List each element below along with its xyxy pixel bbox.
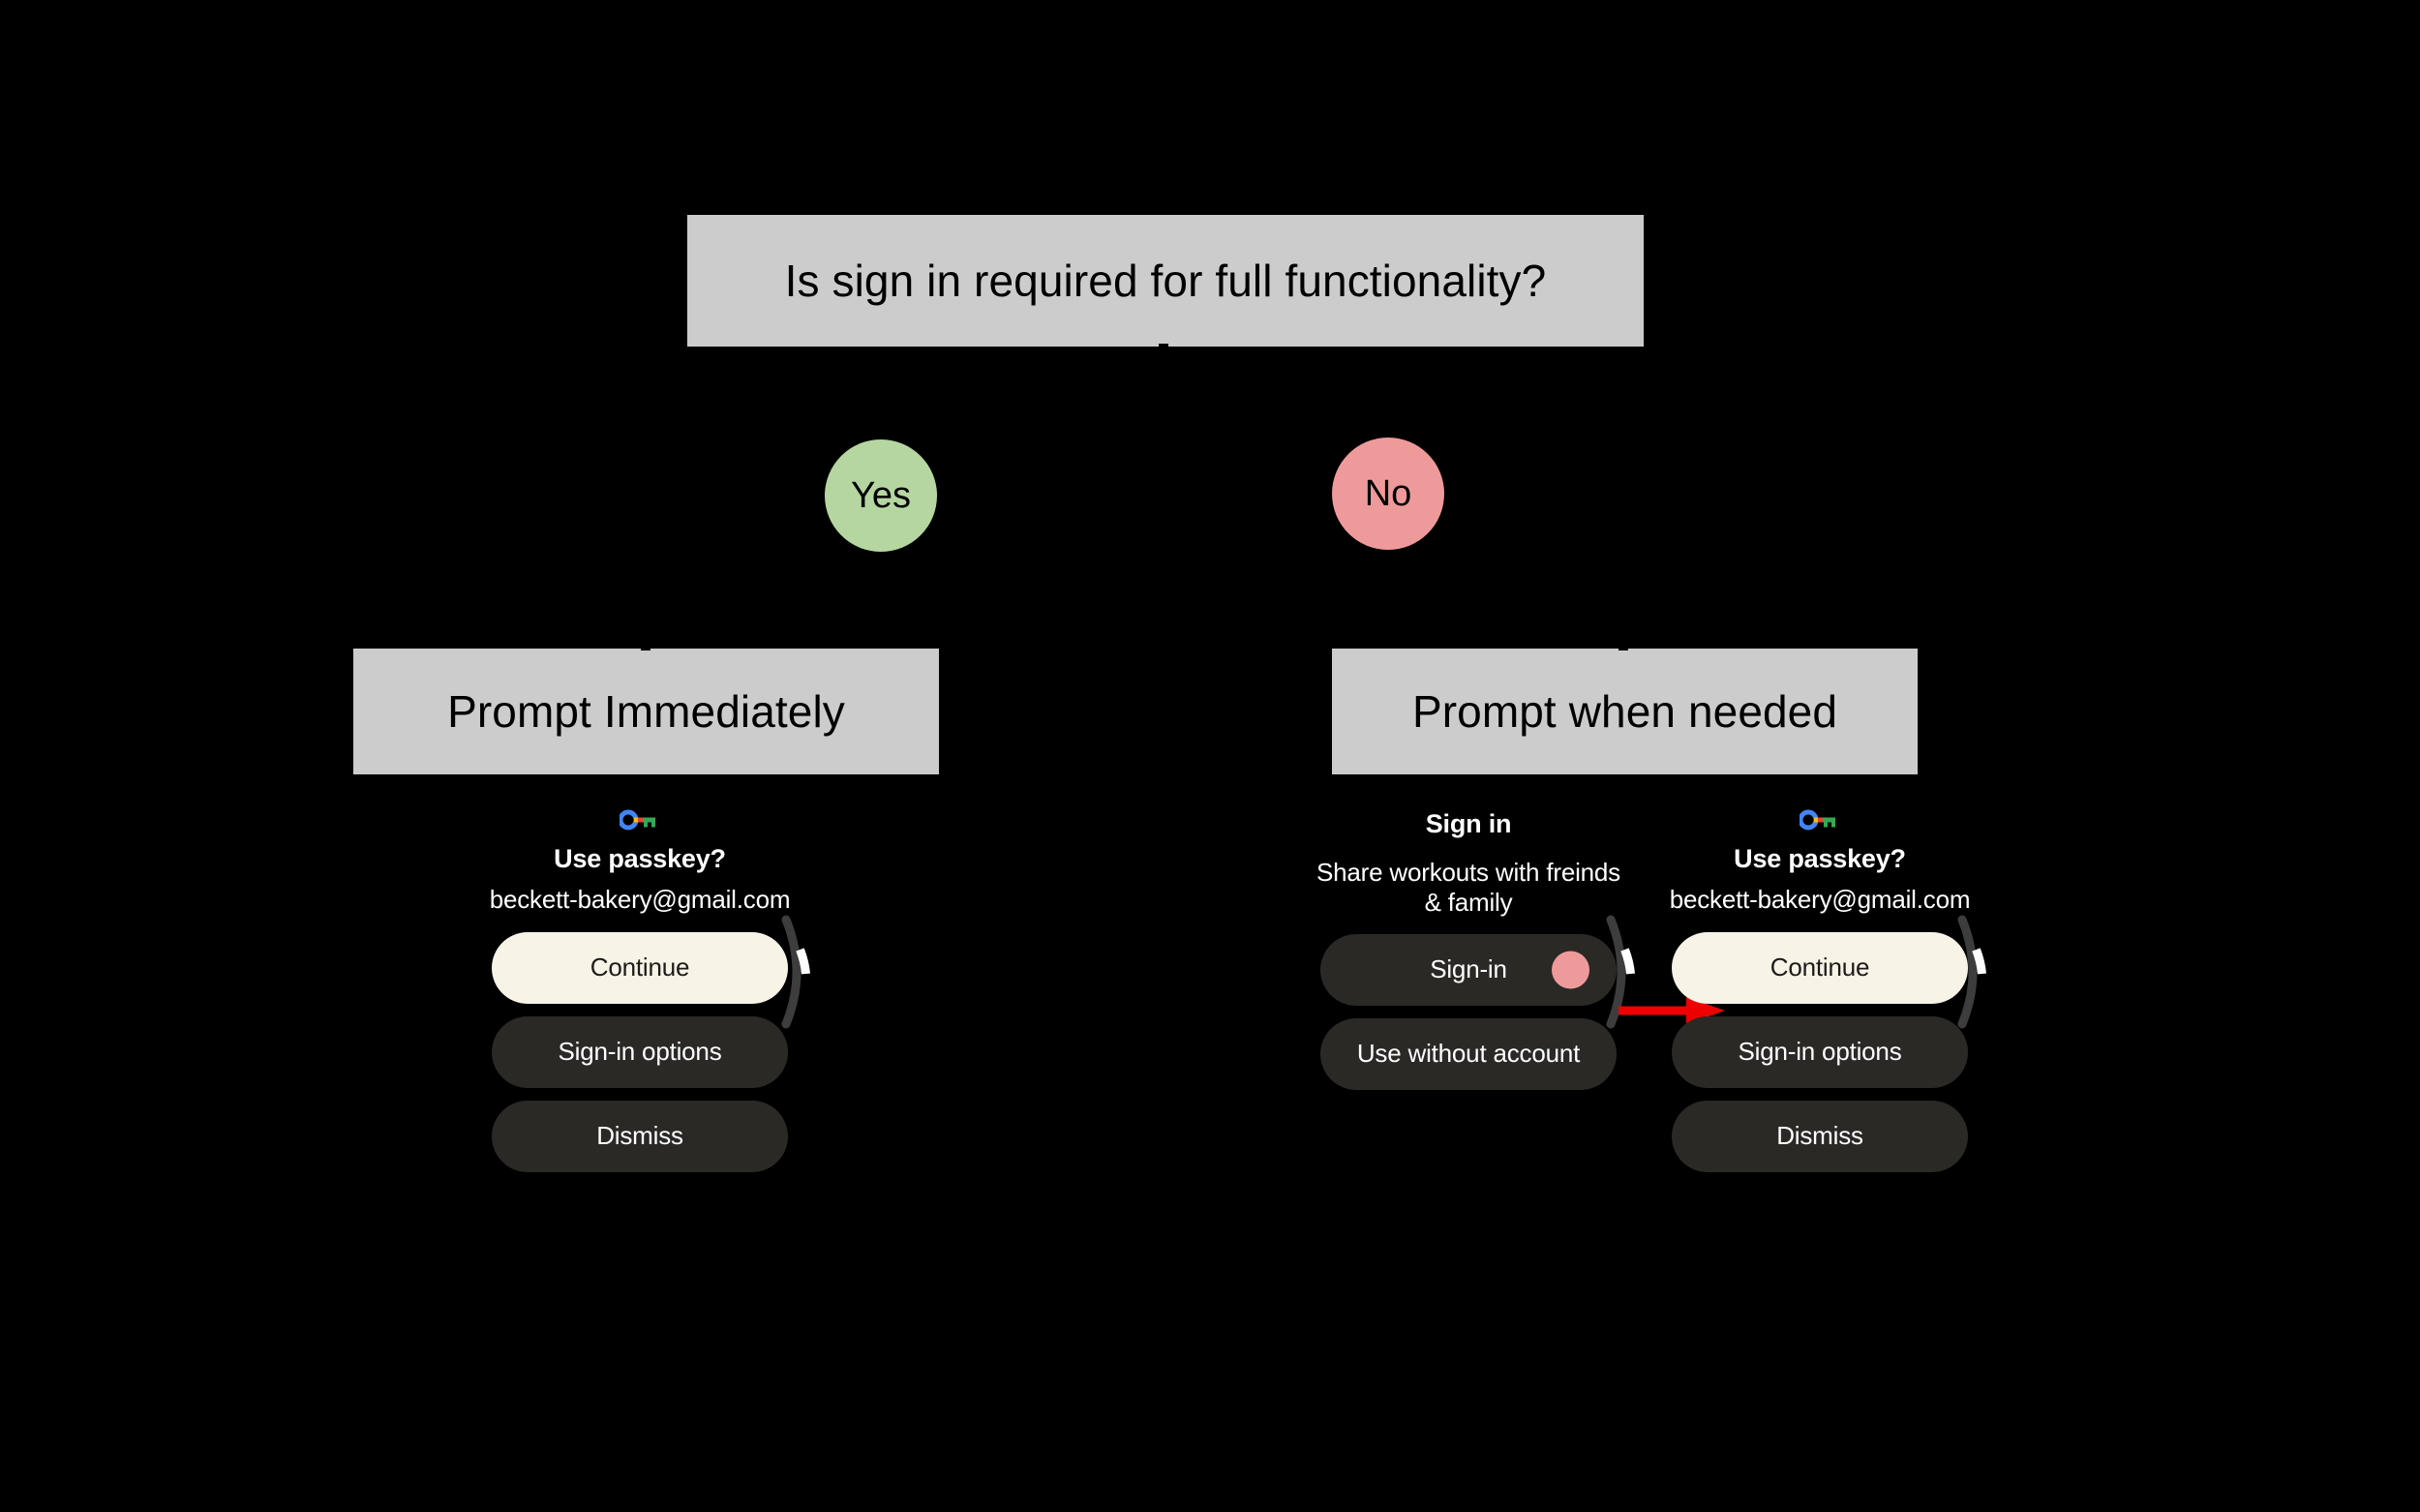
sign-in-options-button-right-label: Sign-in options — [1738, 1036, 1902, 1066]
dismiss-button-left-label: Dismiss — [596, 1120, 683, 1150]
connector-notch-left — [641, 642, 650, 650]
branch-yes-text: Yes — [851, 474, 911, 516]
mockup-mid-title: Sign in — [1425, 809, 1512, 838]
google-passkey-icon — [620, 809, 655, 831]
branch-label-yes: Yes — [825, 439, 937, 552]
decision-question-text: Is sign in required for full functionali… — [784, 256, 1547, 306]
outcome-prompt-immediately-text: Prompt Immediately — [447, 686, 845, 737]
branch-no-text: No — [1364, 472, 1412, 514]
mockup-right-subtitle: beckett-bakery@gmail.com — [1669, 884, 1971, 914]
connector-notch-question — [1159, 344, 1168, 352]
sign-in-options-button-right[interactable]: Sign-in options — [1672, 1015, 1968, 1088]
continue-button-right[interactable]: Continue — [1672, 931, 1968, 1004]
mockup-signin-middle: Sign in Share workouts with freinds & fa… — [1309, 809, 1628, 1103]
branch-label-no: No — [1332, 438, 1444, 550]
decision-question-box: Is sign in required for full functionali… — [687, 215, 1644, 347]
mockup-passkey-right: Use passkey? beckett-bakery@gmail.com Co… — [1660, 809, 1980, 1185]
mockup-passkey-left: Use passkey? beckett-bakery@gmail.com Co… — [480, 809, 800, 1185]
sign-in-options-button-left-label: Sign-in options — [558, 1036, 722, 1066]
mockup-mid-subtitle: Share workouts with freinds & family — [1316, 857, 1620, 917]
dismiss-button-left[interactable]: Dismiss — [492, 1100, 788, 1172]
outcome-prompt-when-needed-text: Prompt when needed — [1411, 686, 1838, 737]
mockup-left-subtitle: beckett-bakery@gmail.com — [489, 884, 791, 914]
use-without-account-button[interactable]: Use without account — [1320, 1018, 1617, 1091]
connector-notch-right — [1618, 642, 1628, 650]
outcome-box-prompt-immediately: Prompt Immediately — [353, 649, 939, 774]
mockup-right-title: Use passkey? — [1734, 844, 1906, 873]
google-passkey-icon — [1800, 809, 1835, 831]
mockup-left-title: Use passkey? — [554, 844, 726, 873]
dismiss-button-right-label: Dismiss — [1776, 1120, 1863, 1150]
sign-in-options-button-left[interactable]: Sign-in options — [492, 1015, 788, 1088]
continue-button-right-label: Continue — [1770, 952, 1870, 982]
outcome-box-prompt-when-needed: Prompt when needed — [1332, 649, 1918, 774]
sign-in-button-middle-label: Sign-in — [1430, 954, 1507, 984]
sign-in-button-middle[interactable]: Sign-in — [1320, 934, 1617, 1007]
sign-in-button-status-dot — [1552, 951, 1589, 989]
continue-button-left[interactable]: Continue — [492, 931, 788, 1004]
use-without-account-button-label: Use without account — [1356, 1039, 1581, 1069]
dismiss-button-right[interactable]: Dismiss — [1672, 1100, 1968, 1172]
continue-button-left-label: Continue — [590, 952, 690, 982]
